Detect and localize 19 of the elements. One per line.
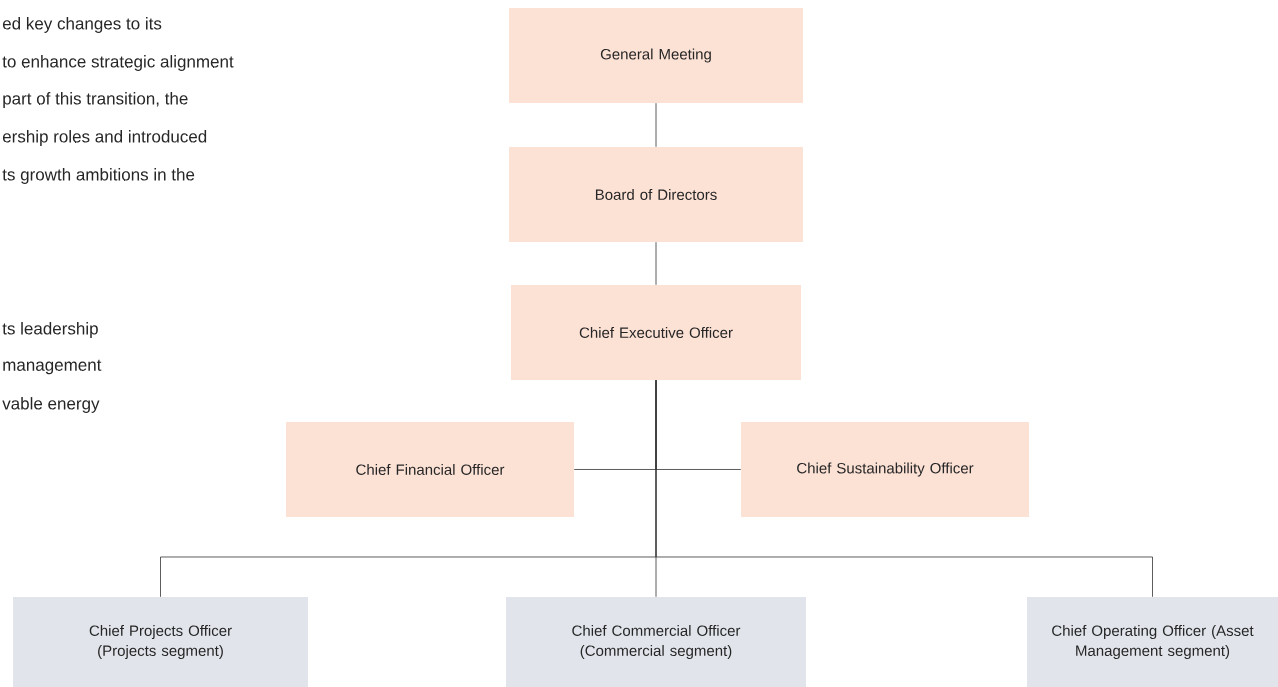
org-box: Board of Directors — [509, 147, 803, 242]
body-text: ts growth ambitions in the — [2, 168, 195, 184]
connector-line — [655, 102, 657, 148]
body-text: ed key changes to its — [2, 17, 162, 33]
connector-line — [655, 379, 1153, 598]
org-box: Chief Operating Officer (Asset Management segment) — [1027, 597, 1278, 687]
connector-line — [655, 241, 657, 286]
org-box: Chief Financial Officer — [286, 422, 574, 517]
org-box: Chief Commercial Officer (Commercial segment) — [506, 597, 806, 687]
org-box: General Meeting — [509, 8, 803, 103]
body-text: to enhance strategic alignment — [2, 55, 234, 71]
body-text: ts leadership — [2, 322, 98, 338]
body-text: ership roles and introduced — [2, 130, 207, 146]
org-box: Chief Sustainability Officer — [741, 422, 1029, 517]
body-text: management — [3, 359, 102, 375]
body-text: part of this transition, the — [3, 92, 188, 108]
org-box: Chief Executive Officer — [511, 285, 801, 380]
org-box: Chief Projects Officer (Projects segment) — [13, 597, 308, 687]
body-text: vable energy — [2, 397, 100, 413]
